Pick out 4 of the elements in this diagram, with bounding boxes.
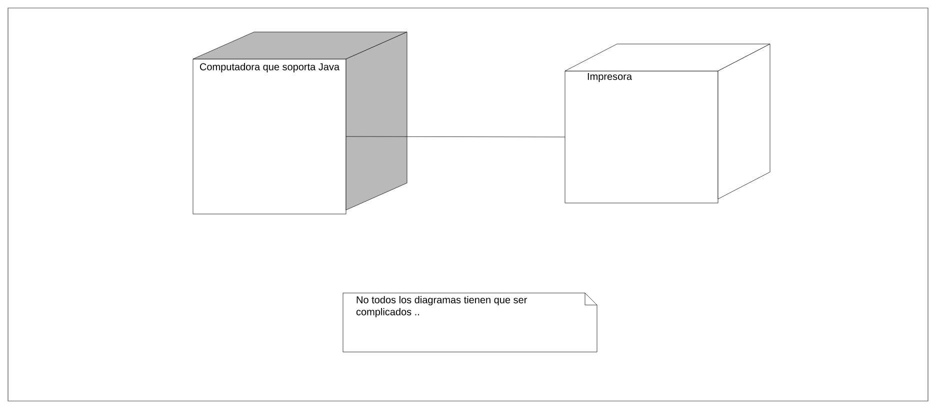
node-cube: Impresora — [564, 44, 770, 204]
node-cube: Computadora que soporta Java — [192, 32, 408, 214]
connector-line — [346, 136, 566, 138]
note: No todos los diagramas tienen que ser complicados .. — [342, 292, 598, 352]
